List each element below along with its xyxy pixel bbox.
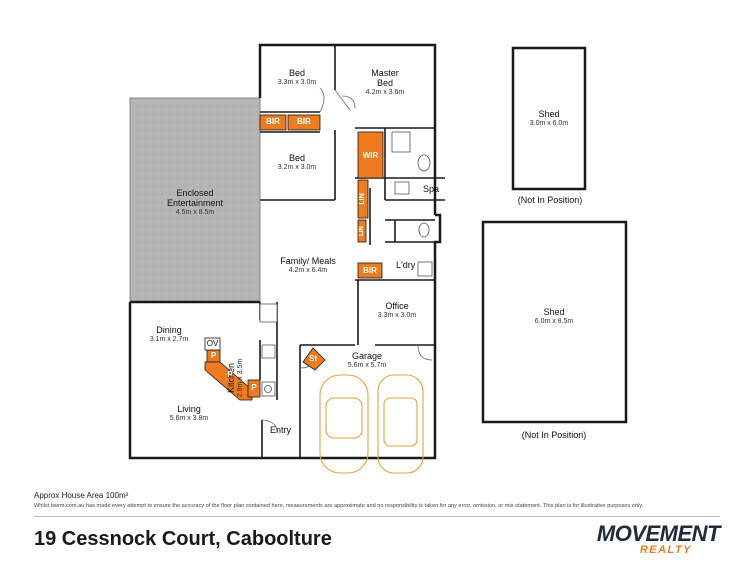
room-garage: Garage 5.6m x 5.7m	[334, 351, 400, 370]
label-laundry: L'dry	[396, 260, 416, 270]
property-address: 19 Cessnock Court, Caboolture	[34, 528, 332, 550]
room-name: Garage	[351, 351, 383, 361]
label-entry: Entry	[270, 425, 292, 435]
realty-logo-text: REALTY	[639, 544, 692, 556]
large-shed-outline	[481, 220, 628, 424]
kitchen-bench	[259, 303, 278, 397]
room-name: Enclosed Entertainment	[166, 188, 224, 208]
tag-bir-2: BIR	[297, 117, 311, 126]
room-living: Living 5.6m x 3.8m	[156, 404, 222, 423]
room-master-bed: Master Bed 4.2m x 3.6m	[362, 68, 408, 97]
house-area-text: Approx House Area 100m²	[34, 491, 129, 500]
room-dimensions: 3.1m x 2.7m	[149, 336, 189, 343]
room-shed-large: Shed 6.0m x 8.5m	[515, 307, 593, 326]
room-name: Office	[385, 301, 409, 311]
room-name: Living	[177, 404, 201, 414]
house-walls	[128, 43, 442, 460]
room-office: Office 3.3m x 3.0m	[362, 301, 432, 320]
room-name: Shed	[543, 307, 565, 317]
tag-store: St	[309, 354, 317, 363]
room-enclosed-entertainment: Enclosed Entertainment 4.5m x 8.5m	[152, 188, 238, 217]
label-not-in-position-small-shed: (Not In Position)	[517, 195, 583, 205]
tag-wir: WIR	[362, 151, 379, 160]
room-name: Family/ Meals	[280, 256, 336, 266]
door-swings	[261, 87, 433, 433]
room-dimensions: 4.2m x 3.6m	[365, 89, 405, 96]
tag-lin-1: LIN	[359, 193, 366, 205]
interior-walls	[259, 45, 445, 458]
room-name: Master Bed	[371, 68, 399, 88]
room-dimensions: 3.3m x 3.0m	[277, 79, 317, 86]
bathroom-fixtures	[391, 131, 433, 277]
movement-logo-text: MOVEMENT	[596, 521, 721, 546]
room-dimensions: 3.0m x 6.0m	[529, 120, 569, 127]
label-spa: Spa	[423, 184, 440, 194]
label-not-in-position-large-shed: (Not In Position)	[521, 430, 587, 440]
room-name: Bed	[288, 153, 305, 163]
room-dimensions: 2.8m x 3.5m	[237, 358, 244, 398]
room-name: Shed	[538, 109, 560, 119]
footer-divider	[34, 516, 720, 517]
room-bed-1: Bed 3.3m x 3.0m	[262, 68, 332, 87]
oven-box	[204, 337, 221, 351]
disclaimer-text: Whilst bwrm.com.au has made every attemp…	[34, 503, 644, 509]
room-family-meals: Family/ Meals 4.2m x 6.4m	[280, 256, 336, 275]
room-name: Dining	[156, 325, 182, 335]
room-shed-small: Shed 3.0m x 6.0m	[515, 109, 583, 128]
room-dimensions: 3.2m x 3.0m	[277, 164, 317, 171]
room-dimensions: 4.5m x 8.5m	[175, 209, 215, 216]
room-name: Bed	[288, 68, 305, 78]
tag-bir-3: BIR	[363, 266, 377, 275]
enclosed-entertainment-area	[129, 97, 261, 303]
room-dimensions: 6.0m x 8.5m	[534, 318, 574, 325]
tag-pantry-2: P	[227, 370, 233, 379]
room-dimensions: 3.3m x 3.0m	[377, 312, 417, 319]
tag-pantry-3: P	[251, 383, 257, 392]
room-dimensions: 5.6m x 3.8m	[169, 415, 209, 422]
tag-ov: OV	[206, 339, 219, 348]
tag-pantry-1: P	[210, 351, 217, 360]
storage-blocks	[204, 114, 384, 401]
small-shed-outline	[511, 46, 587, 191]
tag-bir-1: BIR	[266, 117, 280, 126]
tag-lin-2: LIN	[359, 226, 365, 236]
garage-cars	[319, 374, 424, 474]
room-bed-2: Bed 3.2m x 3.0m	[262, 153, 332, 172]
room-dimensions: 5.6m x 5.7m	[347, 362, 387, 369]
room-dimensions: 4.2m x 6.4m	[288, 267, 328, 274]
room-dining: Dining 3.1m x 2.7m	[138, 325, 200, 344]
